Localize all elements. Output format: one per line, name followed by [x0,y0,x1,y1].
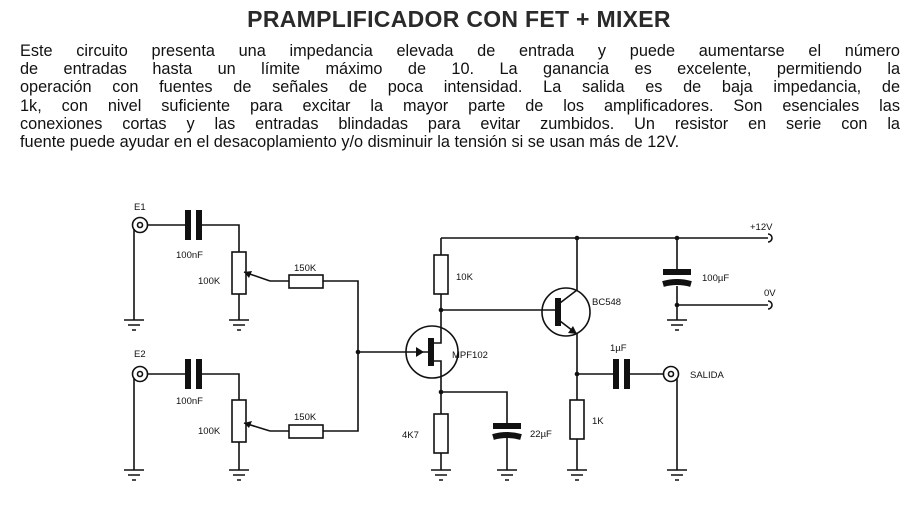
output-jack [662,365,687,481]
label-res-source: 4K7 [402,430,419,441]
label-supply-ground: 0V [764,288,776,299]
label-res-emitter: 1K [592,416,604,427]
capacitor-22uf [492,423,522,440]
label-fet: MPF102 [452,350,488,361]
potentiometer-2 [231,399,271,470]
description: Este circuito presenta una impedancia el… [20,42,900,151]
label-cap-out: 1µF [610,343,627,354]
label-cap-source: 22µF [530,429,552,440]
label-output: SALIDA [690,370,724,381]
capacitor-100uf [662,269,692,287]
description-line: fuente puede ayudar en el desacoplamient… [20,133,680,152]
capacitor-c2 [185,359,202,389]
ground-symbol [124,469,144,481]
resistor-150k-2 [288,424,324,439]
label-cap-supply: 100µF [702,273,729,284]
label-e1: E1 [134,202,146,213]
page-title: PRAMPLIFICADOR CON FET + MIXER [247,6,671,32]
label-cap-in1: 100nF [176,250,203,261]
resistor-1k [569,399,585,440]
label-e2: E2 [134,349,146,360]
label-res-mix2: 150K [294,412,317,423]
label-res-mix1: 150K [294,263,317,274]
ground-symbol [431,469,517,481]
wire-pot2-res [270,352,359,432]
circuit-schematic: E1 100nF 100K 150K E2 100nF 100K [124,202,776,481]
description-line: conexiones cortas y las entradas blindad… [20,114,900,133]
description-line: Este circuito presenta una impedancia el… [20,42,900,60]
potentiometer-1 [231,251,271,320]
wire-e2-cap [147,373,240,400]
resistor-10k [433,254,449,295]
capacitor-1uf [613,359,630,389]
ground-symbol [567,469,587,481]
capacitor-c1 [185,210,202,240]
ground-symbol [229,469,249,481]
fet-transistor [405,310,459,392]
resistor-150k-1 [288,274,324,289]
resistor-4k7 [433,413,449,454]
label-cap-in2: 100nF [176,396,203,407]
label-pot1: 100K [198,276,221,287]
description-line: 1k, con nivel suficiente para excitar la… [20,96,900,115]
label-res-drain: 10K [456,272,474,283]
wire-supply-terminal [767,233,773,243]
description-line: de entradas hasta un límite máximo de 10… [20,60,900,79]
label-supply-positive: +12V [750,222,773,233]
wire-pot1-res [270,280,359,352]
wire-source-to-cap [441,391,508,470]
bjt-transistor [541,238,591,350]
ground-symbol [124,319,144,331]
description-line: operación con fuentes de señales de poca… [20,78,900,97]
label-pot2: 100K [198,426,221,437]
label-transistor: BC548 [592,297,621,308]
ground-symbol [229,319,249,331]
wire-ground-terminal [677,300,773,310]
ground-symbol [667,319,687,331]
wire-e1-cap [147,224,240,252]
